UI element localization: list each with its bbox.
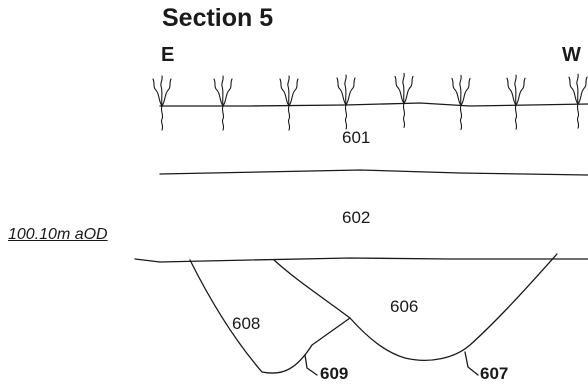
level-marker-line xyxy=(134,258,161,263)
turf-grass-icon xyxy=(279,75,299,131)
orientation-west-label: W xyxy=(562,44,581,66)
level-label: 100.10m aOD xyxy=(8,226,108,243)
section-title: Section 5 xyxy=(162,4,274,32)
orientation-east-label: E xyxy=(161,44,175,66)
turf-grass-icon xyxy=(451,74,471,131)
cut-607-outline xyxy=(349,253,558,361)
leader-line-609 xyxy=(304,354,318,376)
turf-grass-icon xyxy=(336,74,356,130)
cut-label-607: 607 xyxy=(480,364,509,383)
context-label-608: 608 xyxy=(232,314,261,333)
turf-grass-icon xyxy=(506,74,526,130)
turf-grass-icon xyxy=(152,75,172,131)
turf-symbols xyxy=(152,72,588,131)
layer-boundary-602-cuts xyxy=(159,257,588,263)
context-label-601: 601 xyxy=(342,128,371,147)
layer-boundary-601-602 xyxy=(159,169,588,176)
leader-line-607 xyxy=(464,351,479,376)
turf-grass-icon xyxy=(568,73,588,129)
turf-grass-icon xyxy=(213,75,233,131)
cut-label-609: 609 xyxy=(320,364,349,383)
ground-surface-line xyxy=(159,102,588,107)
context-label-606: 606 xyxy=(390,297,419,316)
turf-grass-icon xyxy=(394,72,414,128)
context-label-602: 602 xyxy=(342,208,371,227)
cut-609-outline xyxy=(189,259,351,374)
